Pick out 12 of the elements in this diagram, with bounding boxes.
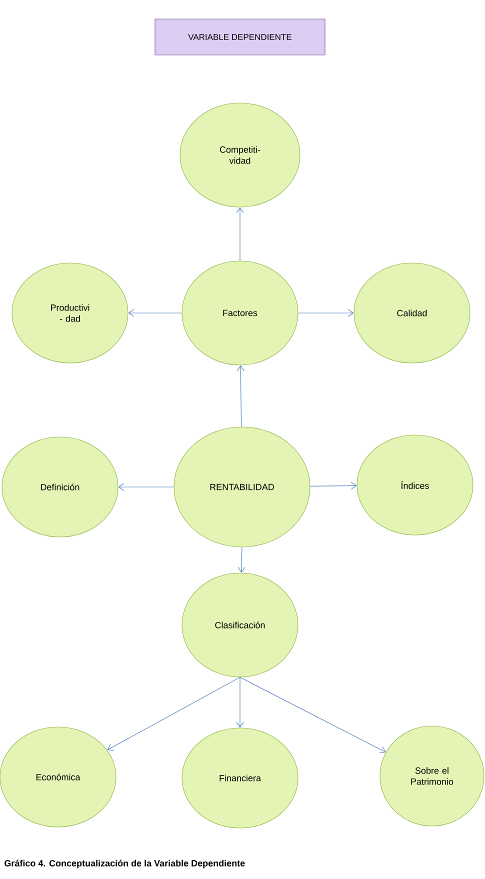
arrow <box>298 309 354 317</box>
arrow <box>240 677 386 754</box>
caption: Gráfico 4. Conceptualización de la Variable Dependiente <box>4 860 245 868</box>
arrow <box>107 677 240 751</box>
heading-box: VARIABLE DEPENDIENTE <box>154 18 326 56</box>
arrow <box>236 677 244 728</box>
arrow <box>118 483 174 491</box>
arrow <box>238 547 246 573</box>
arrow <box>236 365 244 427</box>
arrow <box>310 482 357 490</box>
arrow <box>128 309 182 317</box>
arrow <box>236 207 244 261</box>
